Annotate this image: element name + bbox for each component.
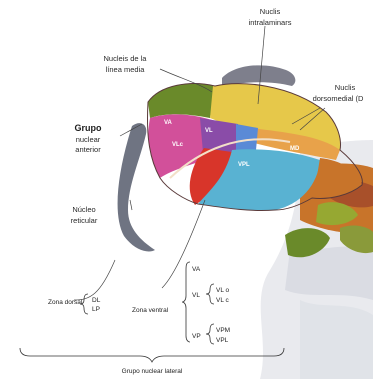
region-label-vl: VL — [205, 128, 213, 134]
label-reticular-1: Núcleo — [72, 205, 95, 214]
bottom-brace: Grupo nuclear lateral — [20, 348, 284, 375]
label-ventral-vlo: VL o — [216, 287, 230, 294]
label-ventral-vp: VP — [192, 333, 201, 340]
label-ventral-vpm: VPM — [216, 327, 230, 334]
label-dl: DL — [92, 297, 101, 304]
label-bottom-caption: Grupo nuclear lateral — [122, 368, 183, 375]
label-ventral-vlc: VL c — [216, 297, 230, 304]
region-label-vpl: VPL — [238, 162, 250, 168]
label-grupo-anterior-2: nuclear — [76, 135, 101, 144]
label-ventral-vpl: VPL — [216, 337, 229, 344]
region-label-va: VA — [164, 120, 173, 126]
ventral-brace — [182, 262, 214, 344]
label-zona-ventral: Zona ventral — [132, 307, 169, 314]
ventral-brace-labels: VA VL VL o VL c VP VPM VPL — [192, 266, 230, 344]
label-linia-media-2: línea media — [106, 65, 146, 74]
region-label-vlc: VLc — [172, 142, 184, 148]
label-zona-dorsal: Zona dorsal — [48, 299, 83, 306]
label-ventral-va: VA — [192, 266, 201, 273]
region-label-md: MD — [290, 146, 300, 152]
label-reticular-2: reticular — [71, 216, 98, 225]
label-intralaminars-2: intralaminars — [249, 18, 292, 27]
label-dorsomedial-1: Nuclis — [335, 83, 356, 92]
label-ventral-vl: VL — [192, 292, 200, 299]
label-intralaminars-1: Nuclis — [260, 7, 281, 16]
label-linia-media-1: Nucleis de la — [104, 54, 148, 63]
label-grupo-anterior-3: anterior — [75, 145, 101, 154]
label-dorsomedial-2: dorsomedial (D — [313, 94, 364, 103]
label-grupo-anterior-1: Grupo — [75, 123, 102, 133]
label-lp: LP — [92, 306, 100, 313]
region-green — [148, 84, 215, 118]
dorsal-brace: DL LP — [80, 294, 101, 314]
gray-cap — [222, 65, 295, 86]
